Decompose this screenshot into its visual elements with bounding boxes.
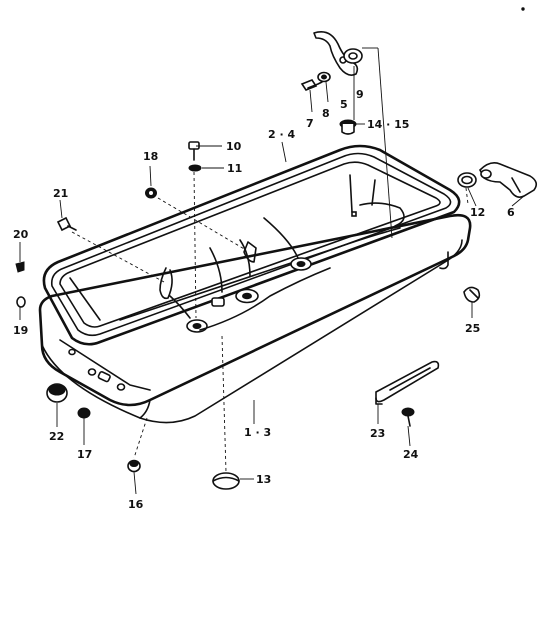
callout-7: 7	[306, 117, 314, 130]
bushing-part-12	[457, 172, 477, 188]
bracket-part-23	[375, 360, 440, 405]
internal-bosses	[159, 217, 331, 333]
callout-5: 5	[340, 98, 348, 111]
callout-20: 20	[13, 228, 29, 241]
washer-part-8	[317, 71, 331, 83]
callout-1-3: 1 · 3	[244, 426, 271, 439]
callout-13: 13	[256, 473, 271, 486]
grommet-part-17	[77, 407, 91, 419]
screw-part-21	[56, 216, 77, 232]
callout-18: 18	[143, 150, 158, 163]
callout-2-4: 2 · 4	[268, 128, 295, 141]
callout-9: 9	[356, 88, 364, 101]
callout-17: 17	[77, 448, 92, 461]
washer-part-11	[188, 164, 202, 172]
callout-21: 21	[53, 187, 68, 200]
callout-25: 25	[465, 322, 480, 335]
callout-23: 23	[370, 427, 385, 440]
callout-22: 22	[49, 430, 64, 443]
nut-part-16	[127, 459, 141, 473]
assembly-lines	[71, 47, 469, 473]
callout-8: 8	[322, 107, 330, 120]
seal-gasket	[42, 144, 461, 346]
callout-6: 6	[507, 206, 515, 219]
bolt-part-10	[188, 141, 200, 161]
leader-lines	[19, 81, 525, 495]
knob-part-14-15	[339, 119, 357, 135]
callout-12: 12	[470, 206, 485, 219]
callout-24: 24	[403, 448, 419, 461]
screw-part-24	[401, 407, 415, 427]
clip-part-19	[16, 296, 26, 308]
callout-11: 11	[227, 162, 242, 175]
nut-part-18	[145, 187, 157, 199]
bolt-part-7	[300, 79, 323, 91]
callout-19: 19	[13, 324, 28, 337]
clip-part-25	[463, 286, 481, 303]
plug-part-13	[212, 472, 240, 490]
callout-16: 16	[128, 498, 144, 511]
callout-14-15: 14 · 15	[367, 118, 409, 131]
corner-mark	[521, 7, 525, 11]
lower-cover-body	[38, 213, 472, 424]
washer-part-9	[343, 48, 363, 64]
lever-part-6	[479, 162, 538, 198]
grommet-part-22	[46, 383, 68, 403]
callout-10: 10	[226, 140, 242, 153]
callout-labels: 1 · 3 2 · 4 5 6 7 8 9 10 11 12 13 14 · 1…	[13, 88, 515, 511]
clip-part-20	[15, 261, 25, 273]
